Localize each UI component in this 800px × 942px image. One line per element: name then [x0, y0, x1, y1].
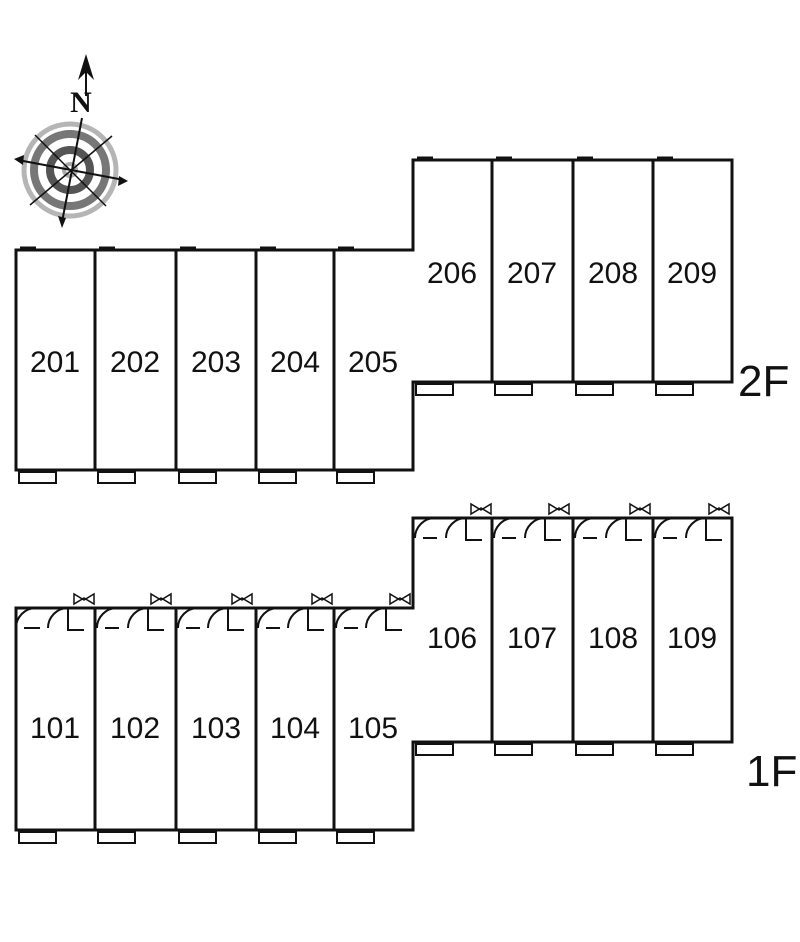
- unit-103: 103: [191, 712, 241, 745]
- floor-2f: 201 202 203 204 205 206 207 208 209 2F: [14, 156, 789, 484]
- unit-202: 202: [110, 346, 160, 379]
- unit-107: 107: [507, 622, 557, 655]
- unit-108: 108: [588, 622, 638, 655]
- unit-101: 101: [30, 712, 80, 745]
- unit-204: 204: [270, 346, 320, 379]
- compass-icon: N: [14, 54, 128, 228]
- unit-106: 106: [427, 622, 477, 655]
- unit-102: 102: [110, 712, 160, 745]
- unit-201: 201: [30, 346, 80, 379]
- floor-1f: 101 102 103 104 105 106 107 108 109 1F: [14, 502, 797, 844]
- north-label: N: [70, 86, 92, 119]
- unit-208: 208: [588, 257, 638, 290]
- unit-203: 203: [191, 346, 241, 379]
- floor-label-1f: 1F: [746, 747, 797, 796]
- unit-207: 207: [507, 257, 557, 290]
- unit-209: 209: [667, 257, 717, 290]
- unit-206: 206: [427, 257, 477, 290]
- unit-205: 205: [348, 346, 398, 379]
- unit-105: 105: [348, 712, 398, 745]
- floor-label-2f: 2F: [738, 357, 789, 406]
- unit-104: 104: [270, 712, 320, 745]
- unit-109: 109: [667, 622, 717, 655]
